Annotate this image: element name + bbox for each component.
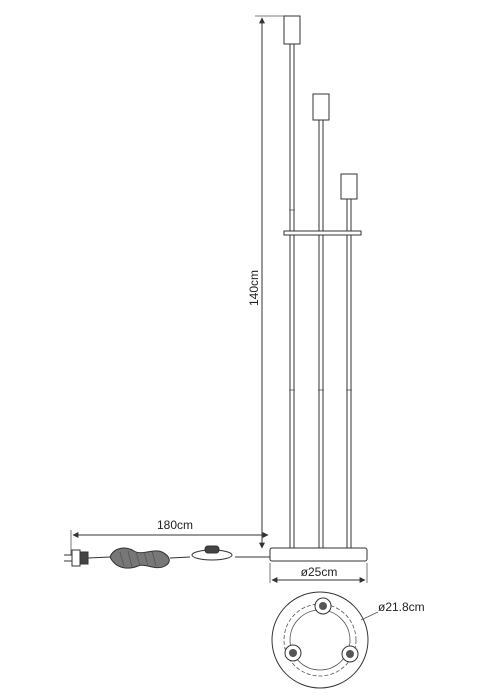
socket-left [284, 644, 302, 662]
pole-tall [283, 15, 301, 549]
base-inner-diameter-label: ø21.8cm [378, 600, 425, 614]
lamp-base-top-view: ø21.8cm [271, 591, 425, 689]
height-label: 140cm [247, 270, 261, 306]
base-diameter-dimension: ø25cm [269, 563, 368, 583]
pole-short [340, 173, 358, 549]
cable-coil [109, 547, 170, 569]
foot-switch [191, 545, 233, 561]
lamp-base-side [269, 547, 368, 562]
cable-length-label: 180cm [157, 518, 193, 532]
socket-right [341, 645, 359, 663]
lamp-poles [283, 15, 362, 549]
connector-bar [283, 230, 362, 236]
socket-top [314, 597, 332, 615]
base-diameter-label: ø25cm [301, 565, 338, 579]
power-cable [64, 545, 270, 569]
power-plug [64, 549, 89, 567]
height-dimension: 140cm [247, 15, 290, 549]
pole-middle [312, 93, 330, 549]
cable-length-dimension: 180cm [70, 518, 269, 555]
